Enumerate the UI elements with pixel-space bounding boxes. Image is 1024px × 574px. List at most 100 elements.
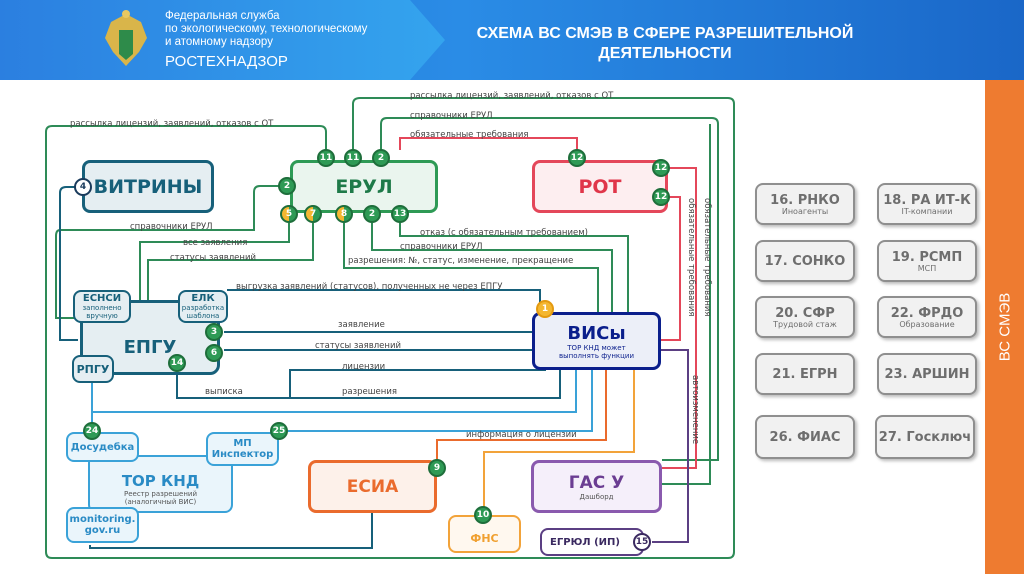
badge-15: 15 bbox=[633, 533, 651, 551]
label-mandatory-vertical: обязательные требования bbox=[702, 198, 712, 317]
label-refs: справочники ЕРУЛ bbox=[400, 242, 483, 252]
line-esia bbox=[89, 513, 373, 549]
service-subtitle: Иноагенты bbox=[781, 206, 829, 216]
service-title: 18. РА ИТ-К bbox=[883, 192, 971, 208]
badge-2: 2 bbox=[278, 177, 296, 195]
node-esia[interactable]: ЕСИА bbox=[308, 460, 437, 513]
smev-sidebar: ВС СМЭВ bbox=[985, 80, 1024, 574]
smev-service[interactable]: 26. ФИАС bbox=[755, 415, 855, 459]
badge-10: 10 bbox=[474, 506, 492, 524]
node-subtitle: Дашборд bbox=[579, 492, 614, 501]
badge-9: 9 bbox=[428, 459, 446, 477]
smev-service[interactable]: 21. ЕГРН bbox=[755, 353, 855, 395]
label-license-info: информация о лицензии bbox=[466, 430, 577, 440]
line-gas-2 bbox=[662, 124, 711, 485]
label-statuses: статусы заявлений bbox=[170, 253, 257, 263]
service-title: 26. ФИАС bbox=[769, 429, 841, 445]
label-mailing: рассылка лицензий, заявлений, отказов с … bbox=[410, 91, 614, 101]
badge-2: 2 bbox=[372, 149, 390, 167]
node-fns[interactable]: ФНС bbox=[448, 515, 521, 553]
smev-service[interactable]: 27. Госключ bbox=[875, 415, 975, 459]
badge-6: 6 bbox=[205, 344, 223, 362]
service-title: 23. АРШИН bbox=[884, 366, 970, 382]
node-title: ЕПГУ bbox=[123, 337, 177, 358]
line-mandatory-erul bbox=[399, 137, 578, 158]
node-title: Досудебка bbox=[70, 441, 135, 453]
org-short-name: РОСТЕХНАДЗОР bbox=[165, 53, 288, 70]
smev-service[interactable]: 17. СОНКО bbox=[755, 240, 855, 282]
badge-25: 25 bbox=[270, 422, 288, 440]
title-line: ДЕЯТЕЛЬНОСТИ bbox=[598, 45, 732, 62]
node-title: ЕСИА bbox=[346, 476, 399, 497]
org-name-block: Федеральная служба по экологическому, те… bbox=[165, 10, 368, 70]
line-fns bbox=[483, 370, 635, 515]
node-erul[interactable]: ЕРУЛ bbox=[290, 160, 438, 213]
page-title: СХЕМА ВС СМЭВ В СФЕРЕ РАЗРЕШИТЕЛЬНОЙ ДЕЯ… bbox=[445, 24, 885, 64]
node-title: РПГУ bbox=[76, 362, 110, 376]
node-title: ЕСНСИ bbox=[82, 293, 122, 304]
node-title: monitoring. gov.ru bbox=[69, 514, 136, 536]
service-title: 22. ФРДО bbox=[890, 305, 964, 321]
node-subtitle: заполнено вручную bbox=[82, 304, 122, 320]
line-erul-mailing-left bbox=[45, 97, 735, 559]
label-autochange: автоизменение bbox=[690, 375, 700, 445]
line-erul-refs-right bbox=[380, 117, 719, 461]
service-title: 20. СФР bbox=[775, 305, 835, 321]
label-permissions: разрешения: №, статус, изменение, прекра… bbox=[348, 256, 574, 266]
line-erul-refs-ensi bbox=[55, 185, 287, 319]
service-subtitle: Образование bbox=[899, 319, 955, 329]
smev-service[interactable]: 23. АРШИН bbox=[877, 353, 977, 395]
node-title: МП Инспектор bbox=[211, 438, 274, 460]
node-title: ГАС У bbox=[568, 472, 625, 493]
service-title: 21. ЕГРН bbox=[772, 366, 838, 382]
node-monitoring[interactable]: monitoring. gov.ru bbox=[66, 507, 139, 543]
badge-14: 14 bbox=[168, 354, 186, 372]
badge-12: 12 bbox=[652, 188, 670, 206]
node-rot[interactable]: РОТ bbox=[532, 160, 668, 213]
badge-24: 24 bbox=[83, 422, 101, 440]
label-extract: выписка bbox=[205, 387, 243, 397]
badge-13: 13 bbox=[391, 205, 409, 223]
node-title: ЕГРЮЛ (ИП) bbox=[550, 536, 620, 548]
line-rot-gas bbox=[661, 167, 697, 469]
line-licenses bbox=[290, 370, 561, 399]
badge-2: 2 bbox=[363, 205, 381, 223]
node-title: ВИСы bbox=[567, 322, 626, 344]
node-subtitle: разработка шаблона bbox=[181, 304, 225, 320]
line-mp-vis bbox=[279, 370, 593, 432]
org-line: по экологическому, технологическому bbox=[165, 23, 368, 35]
node-mp-inspector[interactable]: МП Инспектор bbox=[206, 432, 279, 466]
service-title: 16. РНКО bbox=[770, 192, 840, 208]
line-refs-vis bbox=[371, 223, 613, 312]
line-vitriny bbox=[59, 186, 83, 341]
node-egrul[interactable]: ЕГРЮЛ (ИП) bbox=[540, 528, 644, 556]
node-subtitle: Реестр разрешений (аналогичный ВИС) bbox=[123, 490, 198, 506]
service-subtitle: IT-компании bbox=[901, 206, 953, 216]
label-statuses: статусы заявлений bbox=[315, 341, 402, 351]
label-mailing: рассылка лицензий, заявлений, отказов с … bbox=[70, 119, 274, 129]
node-vitriny[interactable]: ВИТРИНЫ bbox=[82, 160, 214, 213]
line-refusal bbox=[399, 223, 629, 312]
label-application: заявление bbox=[338, 320, 385, 330]
badge-5: 5 bbox=[280, 205, 298, 223]
service-title: 27. Госключ bbox=[878, 429, 972, 445]
service-title: 17. СОНКО bbox=[764, 253, 846, 269]
label-all-applications: все заявления bbox=[183, 238, 248, 248]
node-dosudebka[interactable]: Досудебка bbox=[66, 432, 139, 462]
node-rpgu[interactable]: РПГУ bbox=[72, 355, 114, 383]
line-autochange bbox=[652, 349, 689, 543]
node-subtitle: ТОР КНД может выполнять функции bbox=[559, 343, 634, 360]
label-licenses: лицензии bbox=[342, 362, 386, 372]
node-title: ЕЛК bbox=[191, 293, 215, 304]
node-title: ВИТРИНЫ bbox=[93, 175, 203, 198]
line-torknd-vis bbox=[92, 370, 577, 413]
